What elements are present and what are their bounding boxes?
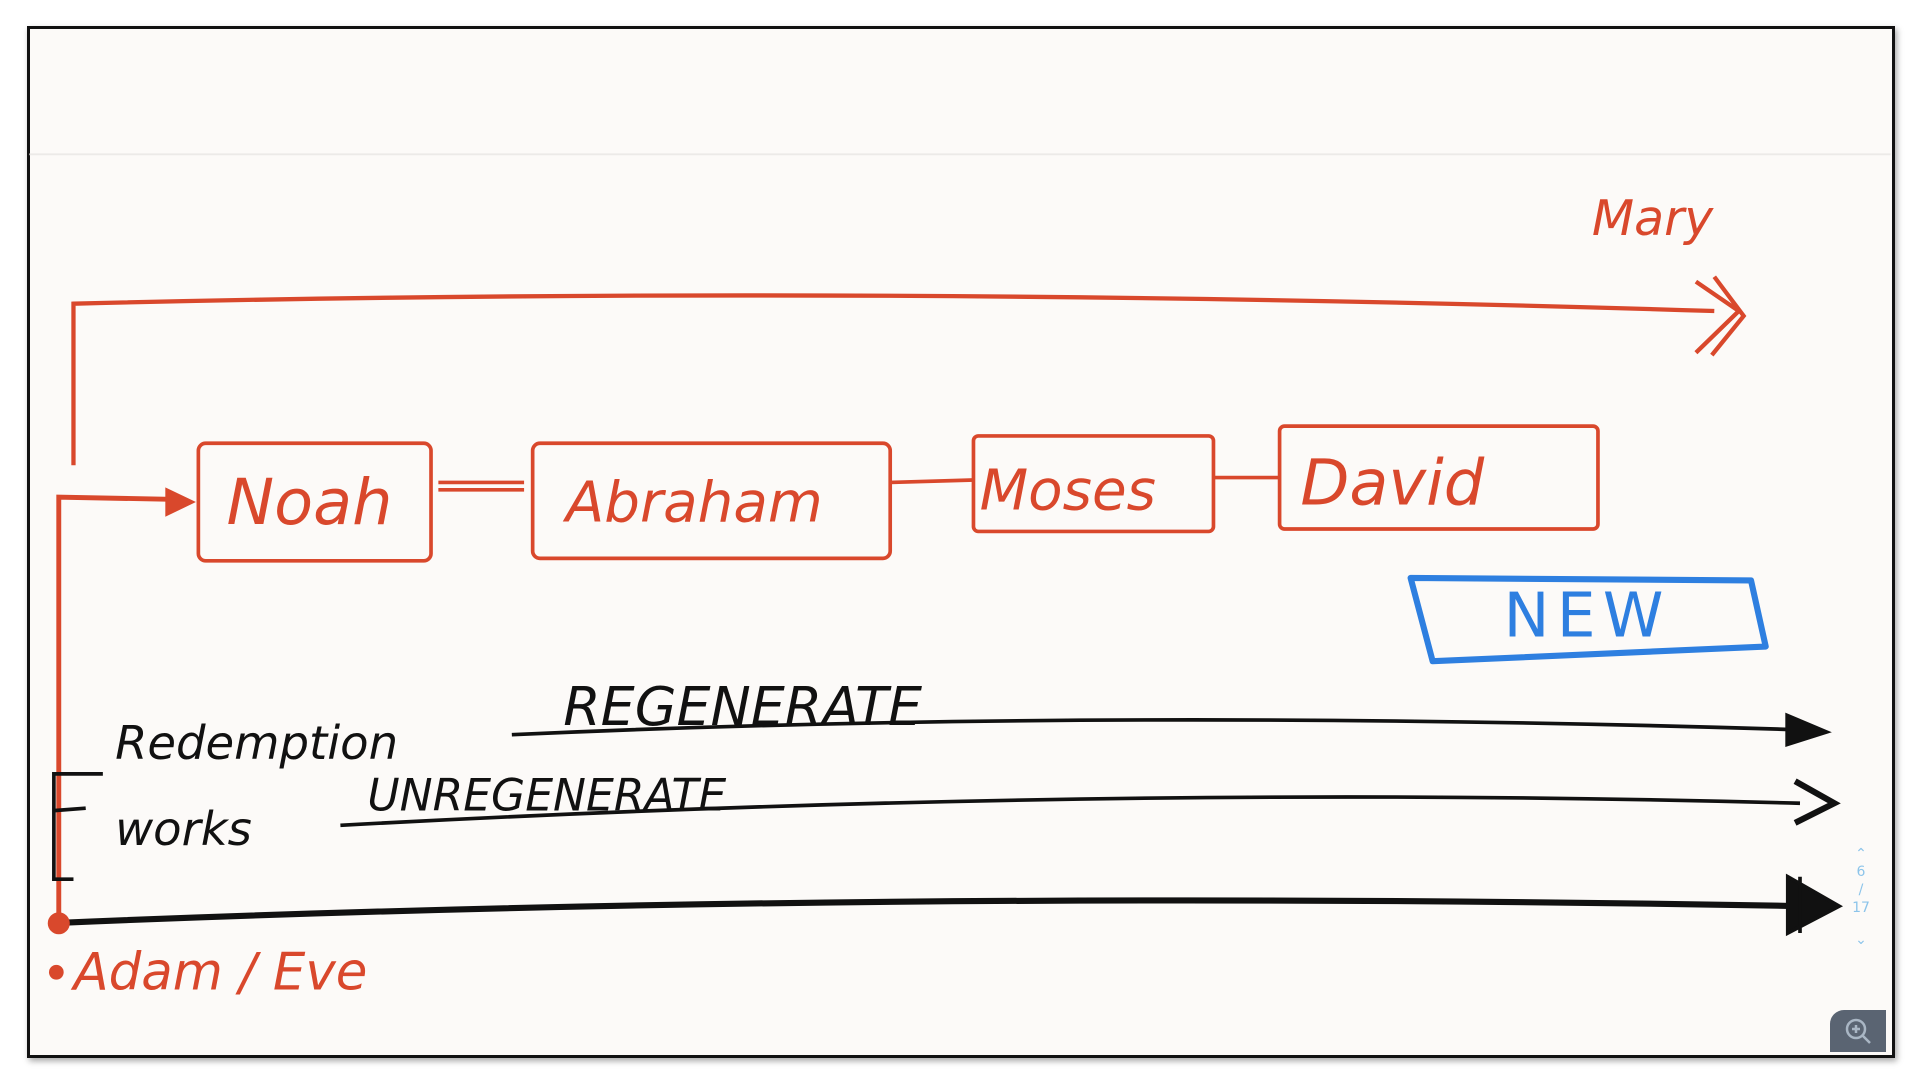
regenerate-label: REGENERATE (563, 675, 922, 738)
top-arrow-head (1694, 275, 1747, 357)
box-label-david: David (1300, 446, 1484, 520)
zoom-in-button[interactable] (1830, 1010, 1886, 1052)
page-indicator: ⌃ 6 / 17 ⌄ (1846, 845, 1876, 949)
unregenerate-label: UNREGENERATE (367, 771, 726, 822)
covenant-box-moses: Moses (971, 434, 1216, 534)
current-page: 6 (1856, 864, 1866, 880)
covenant-box-abraham: Abraham (530, 441, 893, 561)
box-label-abraham: Abraham (563, 471, 823, 536)
origin-bullet (48, 964, 64, 980)
redemption-label: Redemption (115, 716, 398, 770)
box-label-noah: Noah (227, 466, 393, 540)
regenerate-arrow-head (1785, 712, 1832, 747)
new-covenant-badge: NEW (1407, 574, 1769, 665)
top-red-arrow-line (71, 293, 1715, 466)
chevron-up-icon[interactable]: ⌃ (1855, 846, 1867, 862)
new-label: NEW (1504, 581, 1671, 652)
origin-dot (47, 912, 70, 935)
chevron-down-icon[interactable]: ⌄ (1855, 932, 1867, 948)
covenant-box-noah: Noah (196, 441, 433, 563)
total-pages: 17 (1852, 900, 1870, 916)
works-label: works (115, 802, 252, 856)
regenerate-arrow-line (511, 718, 1801, 737)
red-lineage-line (56, 494, 184, 925)
noah-arrow-head (165, 487, 196, 517)
connector (890, 478, 974, 485)
unregenerate-arrow-line (340, 795, 1801, 828)
origin-label: Adam / Eve (70, 942, 367, 1002)
box-label-moses: Moses (980, 458, 1156, 523)
main-timeline-arrow-head (1785, 873, 1844, 937)
top-label: Mary (1592, 190, 1714, 247)
page-separator: / (1858, 882, 1864, 898)
zoom-in-icon (1845, 1018, 1871, 1044)
unregenerate-arrow-head (1793, 778, 1841, 826)
main-timeline-arrow (48, 897, 1801, 927)
covenant-box-david: David (1277, 424, 1600, 531)
whiteboard-canvas (27, 26, 1895, 1058)
connector (438, 480, 525, 492)
bracket (52, 772, 103, 882)
